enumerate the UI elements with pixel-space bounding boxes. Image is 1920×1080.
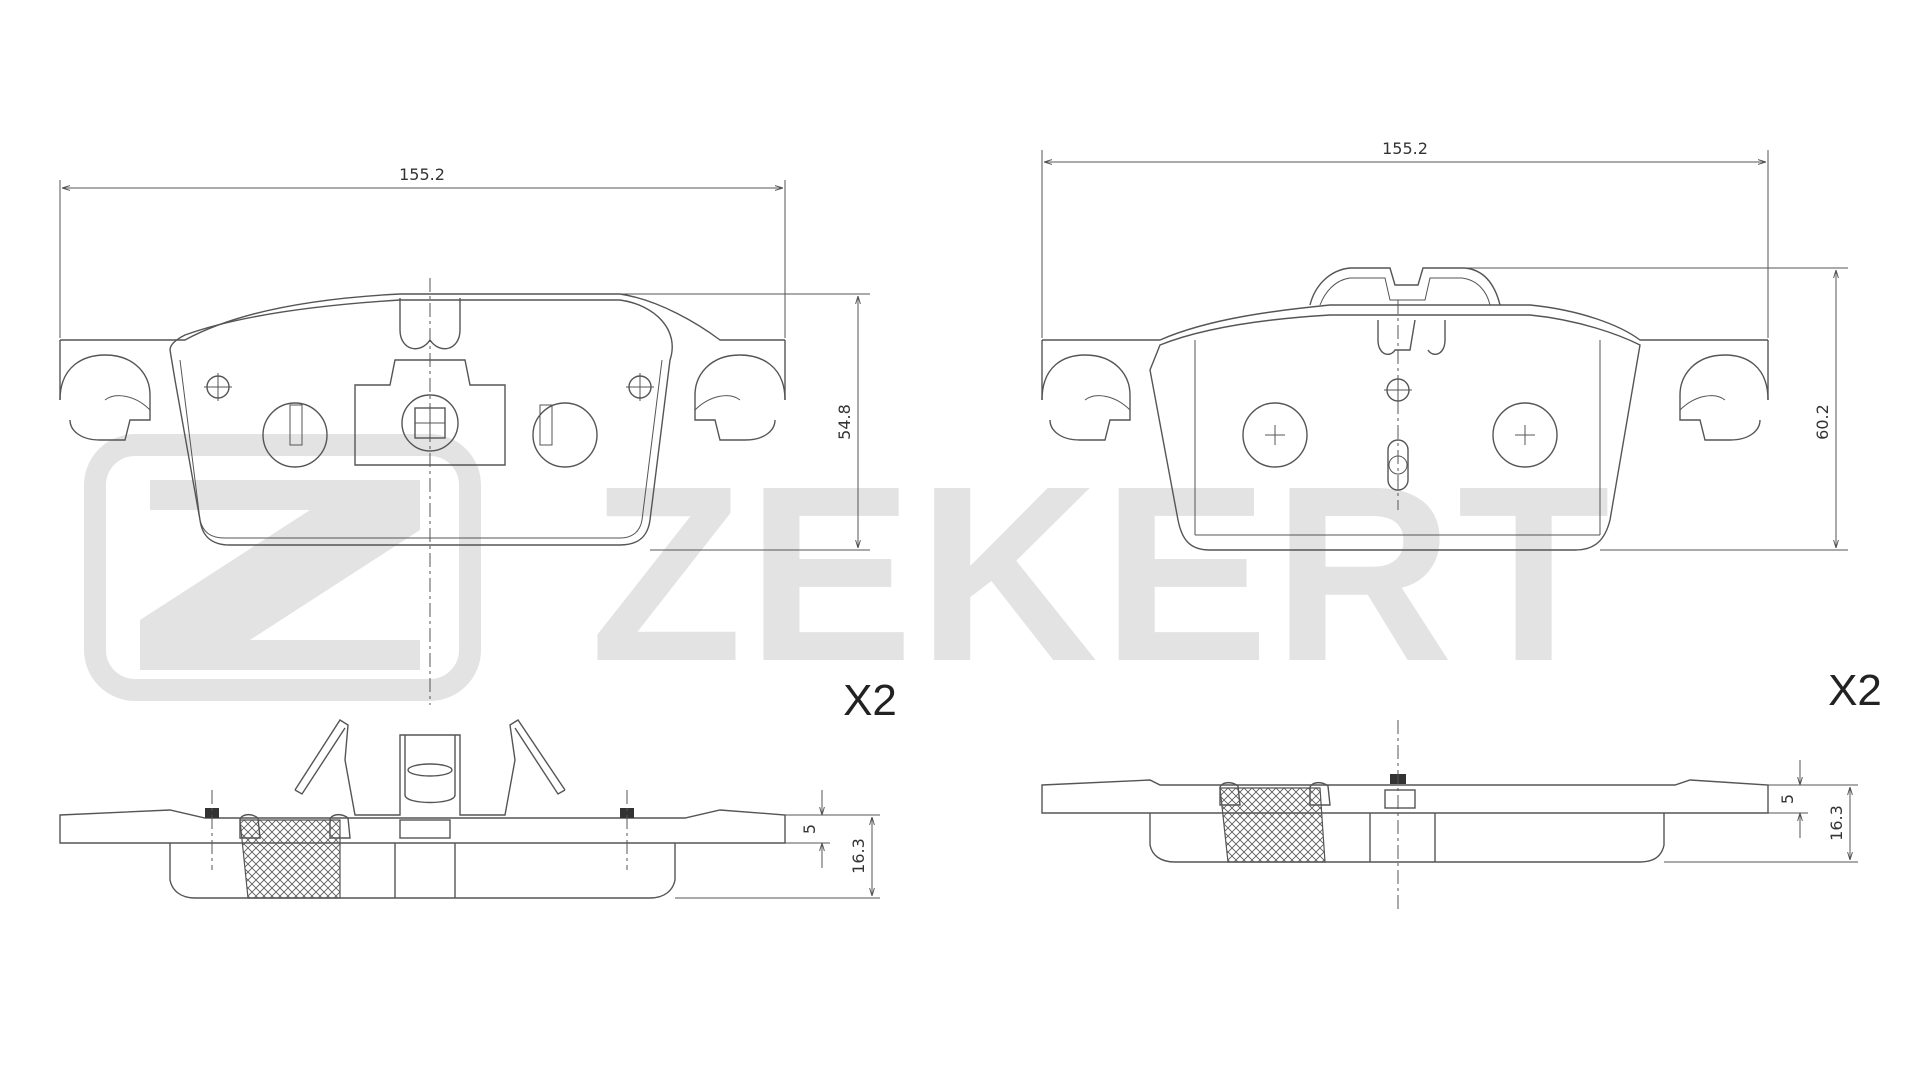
left-quantity-label: X2 bbox=[843, 676, 897, 725]
left-pad-side-view bbox=[59, 719, 786, 899]
right-pad-front-view bbox=[1041, 267, 1769, 551]
left-total-thickness-label: 16.3 bbox=[849, 838, 868, 874]
zekert-logo-icon bbox=[84, 434, 481, 701]
right-pad-side-view bbox=[1041, 720, 1769, 910]
left-pad-width-dimension: 155.2 bbox=[59, 165, 786, 338]
watermark: ZEKERT bbox=[84, 434, 1614, 713]
right-pad-width-dimension: 155.2 bbox=[1041, 139, 1769, 338]
right-height-label: 60.2 bbox=[1813, 404, 1832, 440]
left-pad-thickness-dimensions: 5 16.3 bbox=[675, 790, 880, 899]
right-total-thickness-label: 16.3 bbox=[1827, 805, 1846, 841]
right-pad-thickness-dimensions: 5 16.3 bbox=[1664, 760, 1858, 863]
left-height-label: 54.8 bbox=[835, 404, 854, 440]
right-quantity-label: X2 bbox=[1828, 666, 1882, 715]
left-plate-thickness-label: 5 bbox=[800, 824, 819, 834]
right-pad-height-dimension: 60.2 bbox=[1465, 267, 1848, 551]
left-width-label: 155.2 bbox=[399, 165, 445, 184]
right-width-label: 155.2 bbox=[1382, 139, 1428, 158]
left-pad-height-dimension: 54.8 bbox=[470, 293, 870, 551]
left-pad-front-view bbox=[59, 278, 786, 705]
right-plate-thickness-label: 5 bbox=[1778, 794, 1797, 804]
watermark-brand: ZEKERT bbox=[590, 434, 1614, 713]
